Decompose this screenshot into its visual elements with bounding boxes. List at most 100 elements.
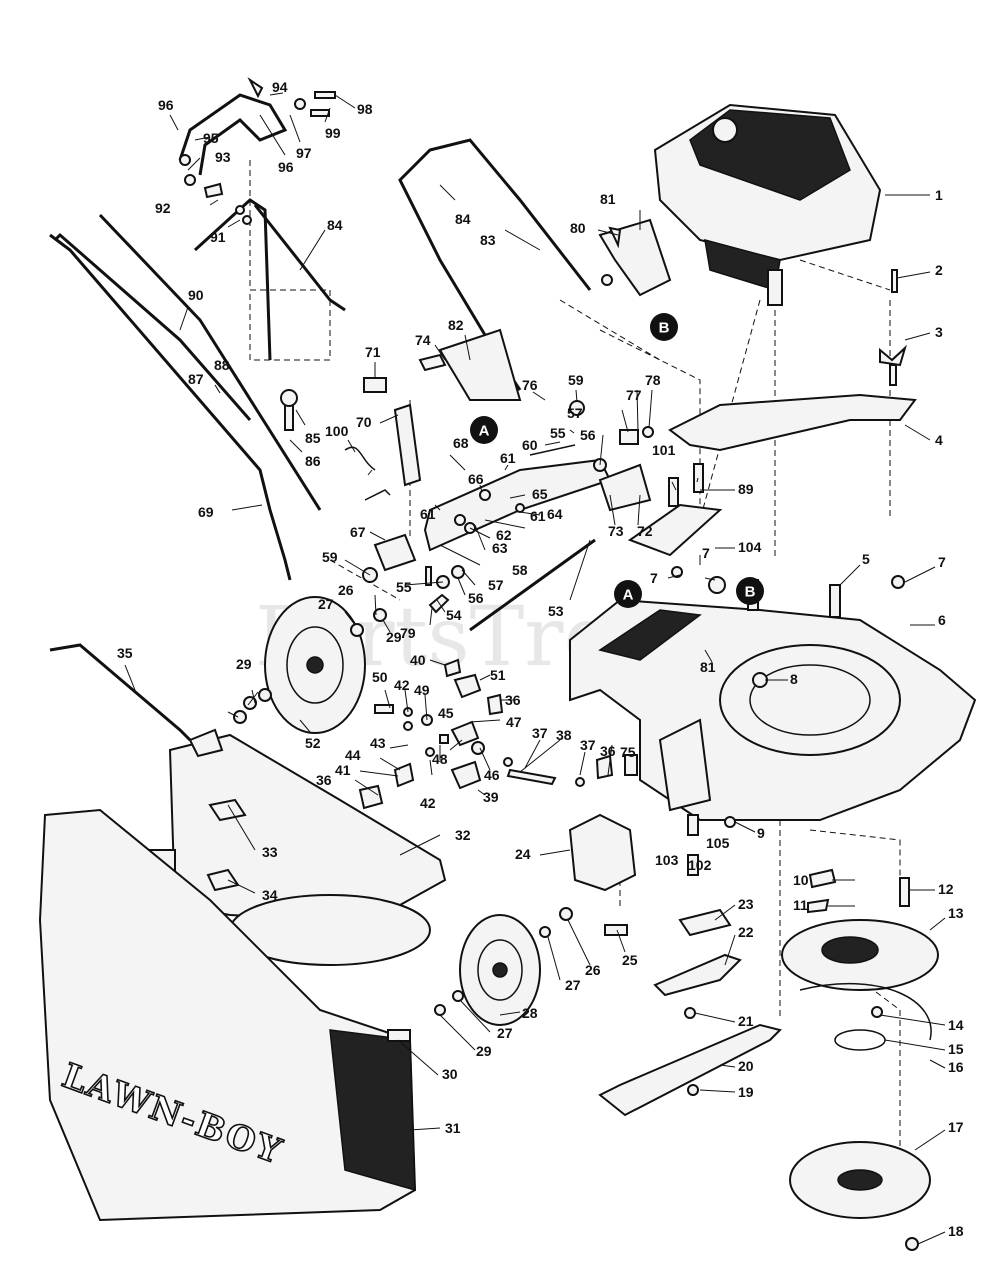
spring-16[interactable] <box>799 982 932 1041</box>
part-label: 53 <box>548 603 564 619</box>
part-label: 30 <box>442 1066 458 1082</box>
part-label: 11 <box>793 897 808 913</box>
part-label: 86 <box>305 453 321 469</box>
part-label: 94 <box>272 79 288 95</box>
part-label: 64 <box>547 506 563 522</box>
part-number-labels: 1 2 3 4 5 6 7 7 7 8 9 10 11 12 13 14 15 … <box>117 79 964 1239</box>
part-label: 52 <box>305 735 321 751</box>
part-label: 54 <box>446 607 462 623</box>
control-rod-93[interactable] <box>53 232 252 421</box>
blade[interactable] <box>598 1023 782 1117</box>
part-label: 98 <box>357 101 373 117</box>
part-label: 41 <box>335 762 351 778</box>
part-label: 8 <box>790 671 798 687</box>
part-label: 91 <box>210 229 226 245</box>
part-label: 46 <box>484 767 500 783</box>
engine[interactable] <box>653 103 882 306</box>
part-label: 14 <box>948 1017 964 1033</box>
part-label: 27 <box>318 596 334 612</box>
mower-deck[interactable] <box>569 598 977 821</box>
part-label: 56 <box>580 427 596 443</box>
part-label: 63 <box>492 540 508 556</box>
part-label: 57 <box>567 405 583 421</box>
part-label: 92 <box>155 200 171 216</box>
part-label: 101 <box>652 442 676 458</box>
part-label: 36 <box>505 692 521 708</box>
part-label: 97 <box>296 145 312 161</box>
blade-stiffener[interactable] <box>653 953 742 997</box>
part-label: 66 <box>468 471 484 487</box>
part-label: 90 <box>188 287 204 303</box>
part-label: 23 <box>738 896 754 912</box>
part-label: 73 <box>608 523 624 539</box>
rear-wheel[interactable] <box>264 596 366 734</box>
part-label: 77 <box>626 387 642 403</box>
svg-text:A: A <box>623 587 634 604</box>
front-wheel[interactable] <box>459 914 541 1026</box>
gearbox[interactable] <box>568 813 637 892</box>
part-label: 6 <box>938 612 946 628</box>
part-label: 9 <box>757 825 765 841</box>
part-label: 29 <box>476 1043 492 1059</box>
part-label: 61 <box>530 508 546 524</box>
part-label: 93 <box>215 149 231 165</box>
part-label: 58 <box>512 562 528 578</box>
blade-adapter[interactable] <box>781 919 939 991</box>
control-bracket[interactable] <box>423 328 723 557</box>
part-label: 51 <box>490 667 506 683</box>
part-label: 78 <box>645 372 661 388</box>
lower-handle[interactable] <box>193 198 346 361</box>
part-label: 39 <box>483 789 499 805</box>
part-label: 95 <box>203 130 219 146</box>
part-label: 36 <box>600 743 616 759</box>
part-label: 42 <box>394 677 410 693</box>
part-label: 85 <box>305 430 321 446</box>
wing-nut[interactable] <box>879 344 907 386</box>
part-label: 7 <box>938 554 946 570</box>
part-label: 84 <box>455 211 471 227</box>
part-label: 20 <box>738 1058 754 1074</box>
plate-23[interactable] <box>678 908 732 937</box>
shift-lever[interactable] <box>98 213 322 511</box>
ring-15[interactable] <box>834 1029 886 1051</box>
callout-a-top: A <box>470 416 498 444</box>
part-label: 68 <box>453 435 469 451</box>
part-label: 59 <box>568 372 584 388</box>
part-label: 7 <box>650 570 658 586</box>
baffle[interactable] <box>668 393 917 452</box>
part-label: 96 <box>158 97 174 113</box>
svg-text:B: B <box>745 584 756 601</box>
svg-text:B: B <box>659 320 670 337</box>
handle-grip[interactable] <box>178 93 288 176</box>
part-label: 35 <box>117 645 133 661</box>
part-label: 25 <box>622 952 638 968</box>
part-label: 7 <box>702 545 710 561</box>
part-label: 99 <box>325 125 341 141</box>
part-label: 89 <box>738 481 754 497</box>
assembly-lines <box>249 160 901 1200</box>
rod-35[interactable] <box>49 643 192 742</box>
part-label: 83 <box>480 232 496 248</box>
part-label: 37 <box>580 737 596 753</box>
part-label: 79 <box>400 625 416 641</box>
part-label: 70 <box>356 414 372 430</box>
part-label: 48 <box>432 751 448 767</box>
part-label: 84 <box>327 217 343 233</box>
fan-housing[interactable] <box>789 1141 931 1219</box>
part-label: 61 <box>500 450 516 466</box>
part-label: 21 <box>738 1013 754 1029</box>
part-label: 49 <box>414 682 430 698</box>
control-rod-72[interactable] <box>49 233 292 581</box>
part-label: 31 <box>445 1120 461 1136</box>
part-label: 22 <box>738 924 754 940</box>
grass-bag[interactable]: LAWN-BOY <box>38 808 417 1222</box>
part-label: 24 <box>515 846 531 862</box>
rod-53[interactable] <box>469 538 596 632</box>
part-label: 5 <box>862 551 870 567</box>
part-label: 27 <box>565 977 581 993</box>
part-label: 55 <box>550 425 566 441</box>
part-label: 42 <box>420 795 436 811</box>
part-label: 38 <box>556 727 572 743</box>
part-label: 67 <box>350 524 366 540</box>
